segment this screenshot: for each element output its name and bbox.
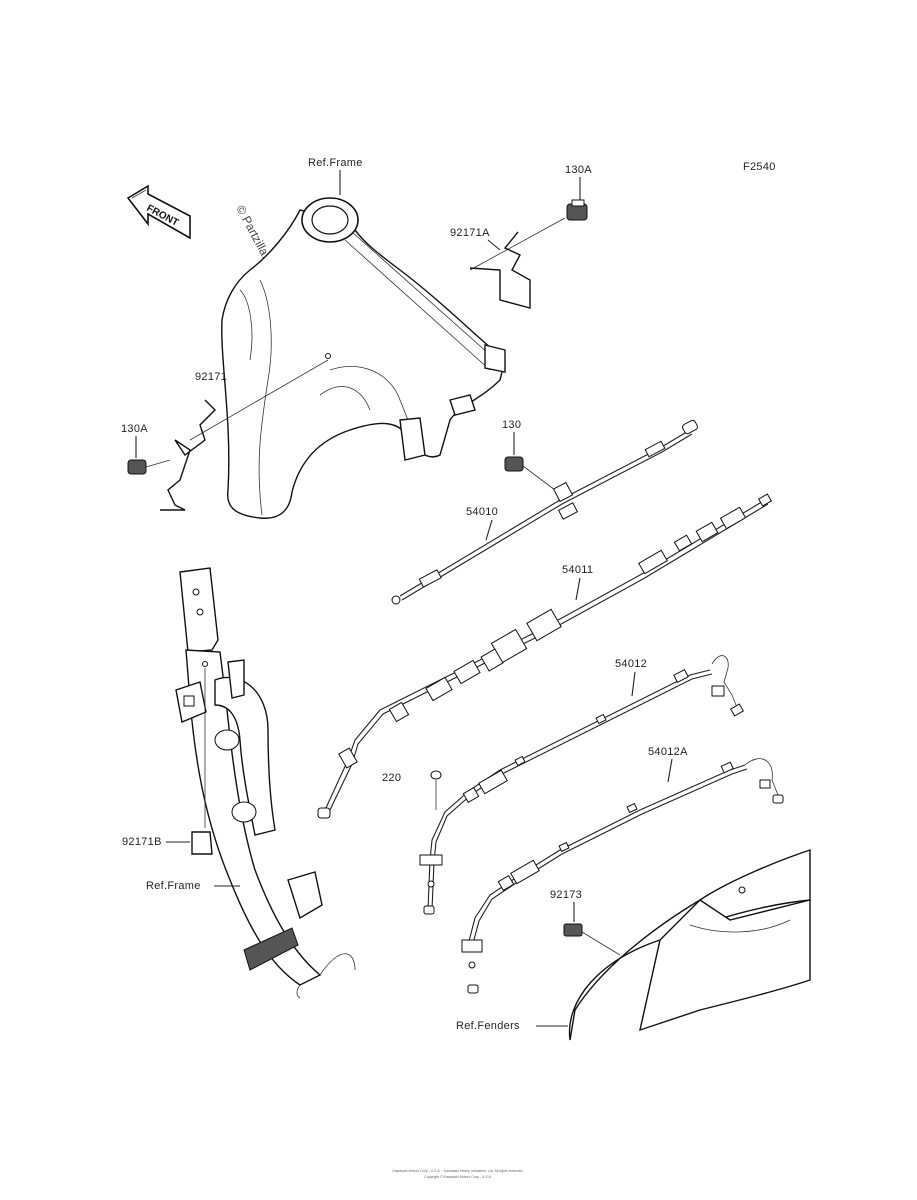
cable-54011-drawing	[317, 493, 773, 819]
clamp-92171-drawing	[160, 399, 216, 511]
label-cable-54012: 54012	[615, 658, 647, 670]
bolt-130A-left-icon	[127, 459, 171, 475]
label-part-92173: 92173	[550, 889, 582, 901]
label-cable-54011: 54011	[562, 564, 593, 576]
label-bolt-130: 130	[502, 419, 521, 431]
cable-54010-drawing	[391, 419, 698, 605]
cable-54012A-drawing	[461, 758, 784, 994]
label-ref-fenders: Ref.Fenders	[456, 1020, 520, 1032]
label-clamp-92171: 92171	[195, 371, 227, 383]
footer-line-1: Kawasaki Motors Corp., U.S.A. · Kawasaki…	[393, 1169, 524, 1173]
label-bolt-130A-left: 130A	[121, 423, 148, 435]
front-arrow-icon: FRONT	[126, 184, 191, 240]
label-ref-frame-top: Ref.Frame	[308, 157, 363, 169]
footer-line-2: Copyright © Kawasaki Motors Corp., U.S.A…	[424, 1175, 492, 1179]
label-part-220: 220	[382, 772, 401, 784]
clamp-92171B-icon	[191, 661, 213, 855]
upper-frame-drawing	[221, 197, 506, 519]
cable-54012-drawing	[419, 655, 745, 915]
label-clamp-92171B: 92171B	[122, 836, 162, 848]
figure-code: F2540	[743, 161, 776, 173]
clamp-92171A-drawing	[469, 231, 531, 309]
bolt-130-icon	[504, 456, 556, 491]
lower-frame-drawing	[175, 567, 356, 999]
bolt-130A-top-icon	[566, 199, 588, 221]
label-cable-54010: 54010	[466, 506, 498, 518]
label-ref-frame-bottom: Ref.Frame	[146, 880, 201, 892]
part-220-icon	[430, 770, 442, 810]
rear-fender-drawing	[568, 849, 811, 1041]
part-92173-icon	[563, 923, 621, 956]
label-clamp-92171A: 92171A	[450, 227, 490, 239]
label-cable-54012A: 54012A	[648, 746, 688, 758]
label-bolt-130A-top: 130A	[565, 164, 592, 176]
